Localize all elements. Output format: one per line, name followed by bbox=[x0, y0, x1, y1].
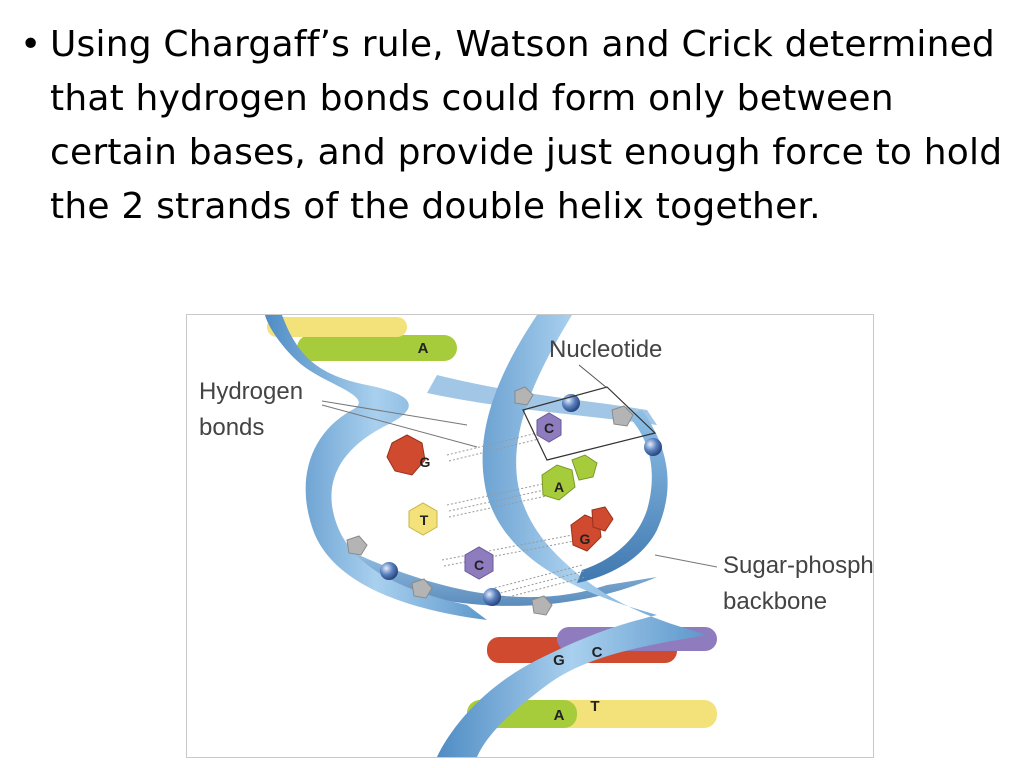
bullet-text: Using Chargaff’s rule, Watson and Crick … bbox=[50, 24, 1003, 227]
nucleotide-pointer bbox=[578, 364, 608, 389]
label-leader-lines bbox=[321, 400, 718, 568]
svg-text:A: A bbox=[554, 479, 564, 495]
svg-text:C: C bbox=[474, 557, 484, 573]
base-thymine-1: T bbox=[408, 502, 438, 536]
base-cytosine-bottom-label: C bbox=[592, 644, 603, 661]
base-guanine-1: G bbox=[386, 434, 431, 476]
sugar-phosphate-label-line2: backbone bbox=[723, 588, 827, 615]
nucleotide-outline bbox=[522, 386, 657, 461]
base-adenine-1: A bbox=[541, 454, 598, 501]
base-guanine-2: G bbox=[570, 506, 614, 552]
hydrogen-bond-lines bbox=[441, 432, 587, 603]
base-adenine-bottom-label: A bbox=[554, 707, 565, 724]
dna-helix-illustration: A C G A T G bbox=[199, 315, 873, 757]
backbone-strand-front-left bbox=[265, 315, 487, 620]
dna-double-helix-figure: A C G A T G bbox=[186, 314, 874, 758]
hydrogen-bonds-label-line1: Hydrogen bbox=[199, 378, 303, 405]
base-guanine-bottom-label: G bbox=[553, 652, 565, 669]
bullet-marker: • bbox=[20, 24, 42, 65]
base-thymine-bottom-label: T bbox=[590, 698, 599, 715]
bullet-item: • Using Chargaff’s rule, Watson and Cric… bbox=[20, 18, 1010, 234]
nucleotide-label: Nucleotide bbox=[549, 336, 662, 363]
hydrogen-bonds-label-line2: bonds bbox=[199, 414, 264, 441]
sugar-groups bbox=[346, 386, 634, 616]
base-cytosine-1: C bbox=[536, 412, 562, 443]
svg-text:A: A bbox=[418, 340, 429, 357]
backbone-strand-upper-back bbox=[427, 375, 657, 425]
svg-text:G: G bbox=[420, 454, 431, 470]
backbone-strand-front-diagonal bbox=[437, 315, 707, 757]
base-pair-bar-top bbox=[297, 335, 457, 361]
base-adenine-top: A bbox=[418, 340, 429, 357]
base-pair-bar-top-t bbox=[267, 317, 407, 337]
sugar-phosphate-label-line1: Sugar-phosphate bbox=[723, 552, 873, 579]
svg-text:G: G bbox=[580, 531, 591, 547]
backbone-strand-right bbox=[577, 410, 668, 583]
base-cytosine-2: C bbox=[464, 546, 494, 580]
svg-text:T: T bbox=[420, 512, 429, 528]
svg-text:C: C bbox=[544, 420, 554, 436]
